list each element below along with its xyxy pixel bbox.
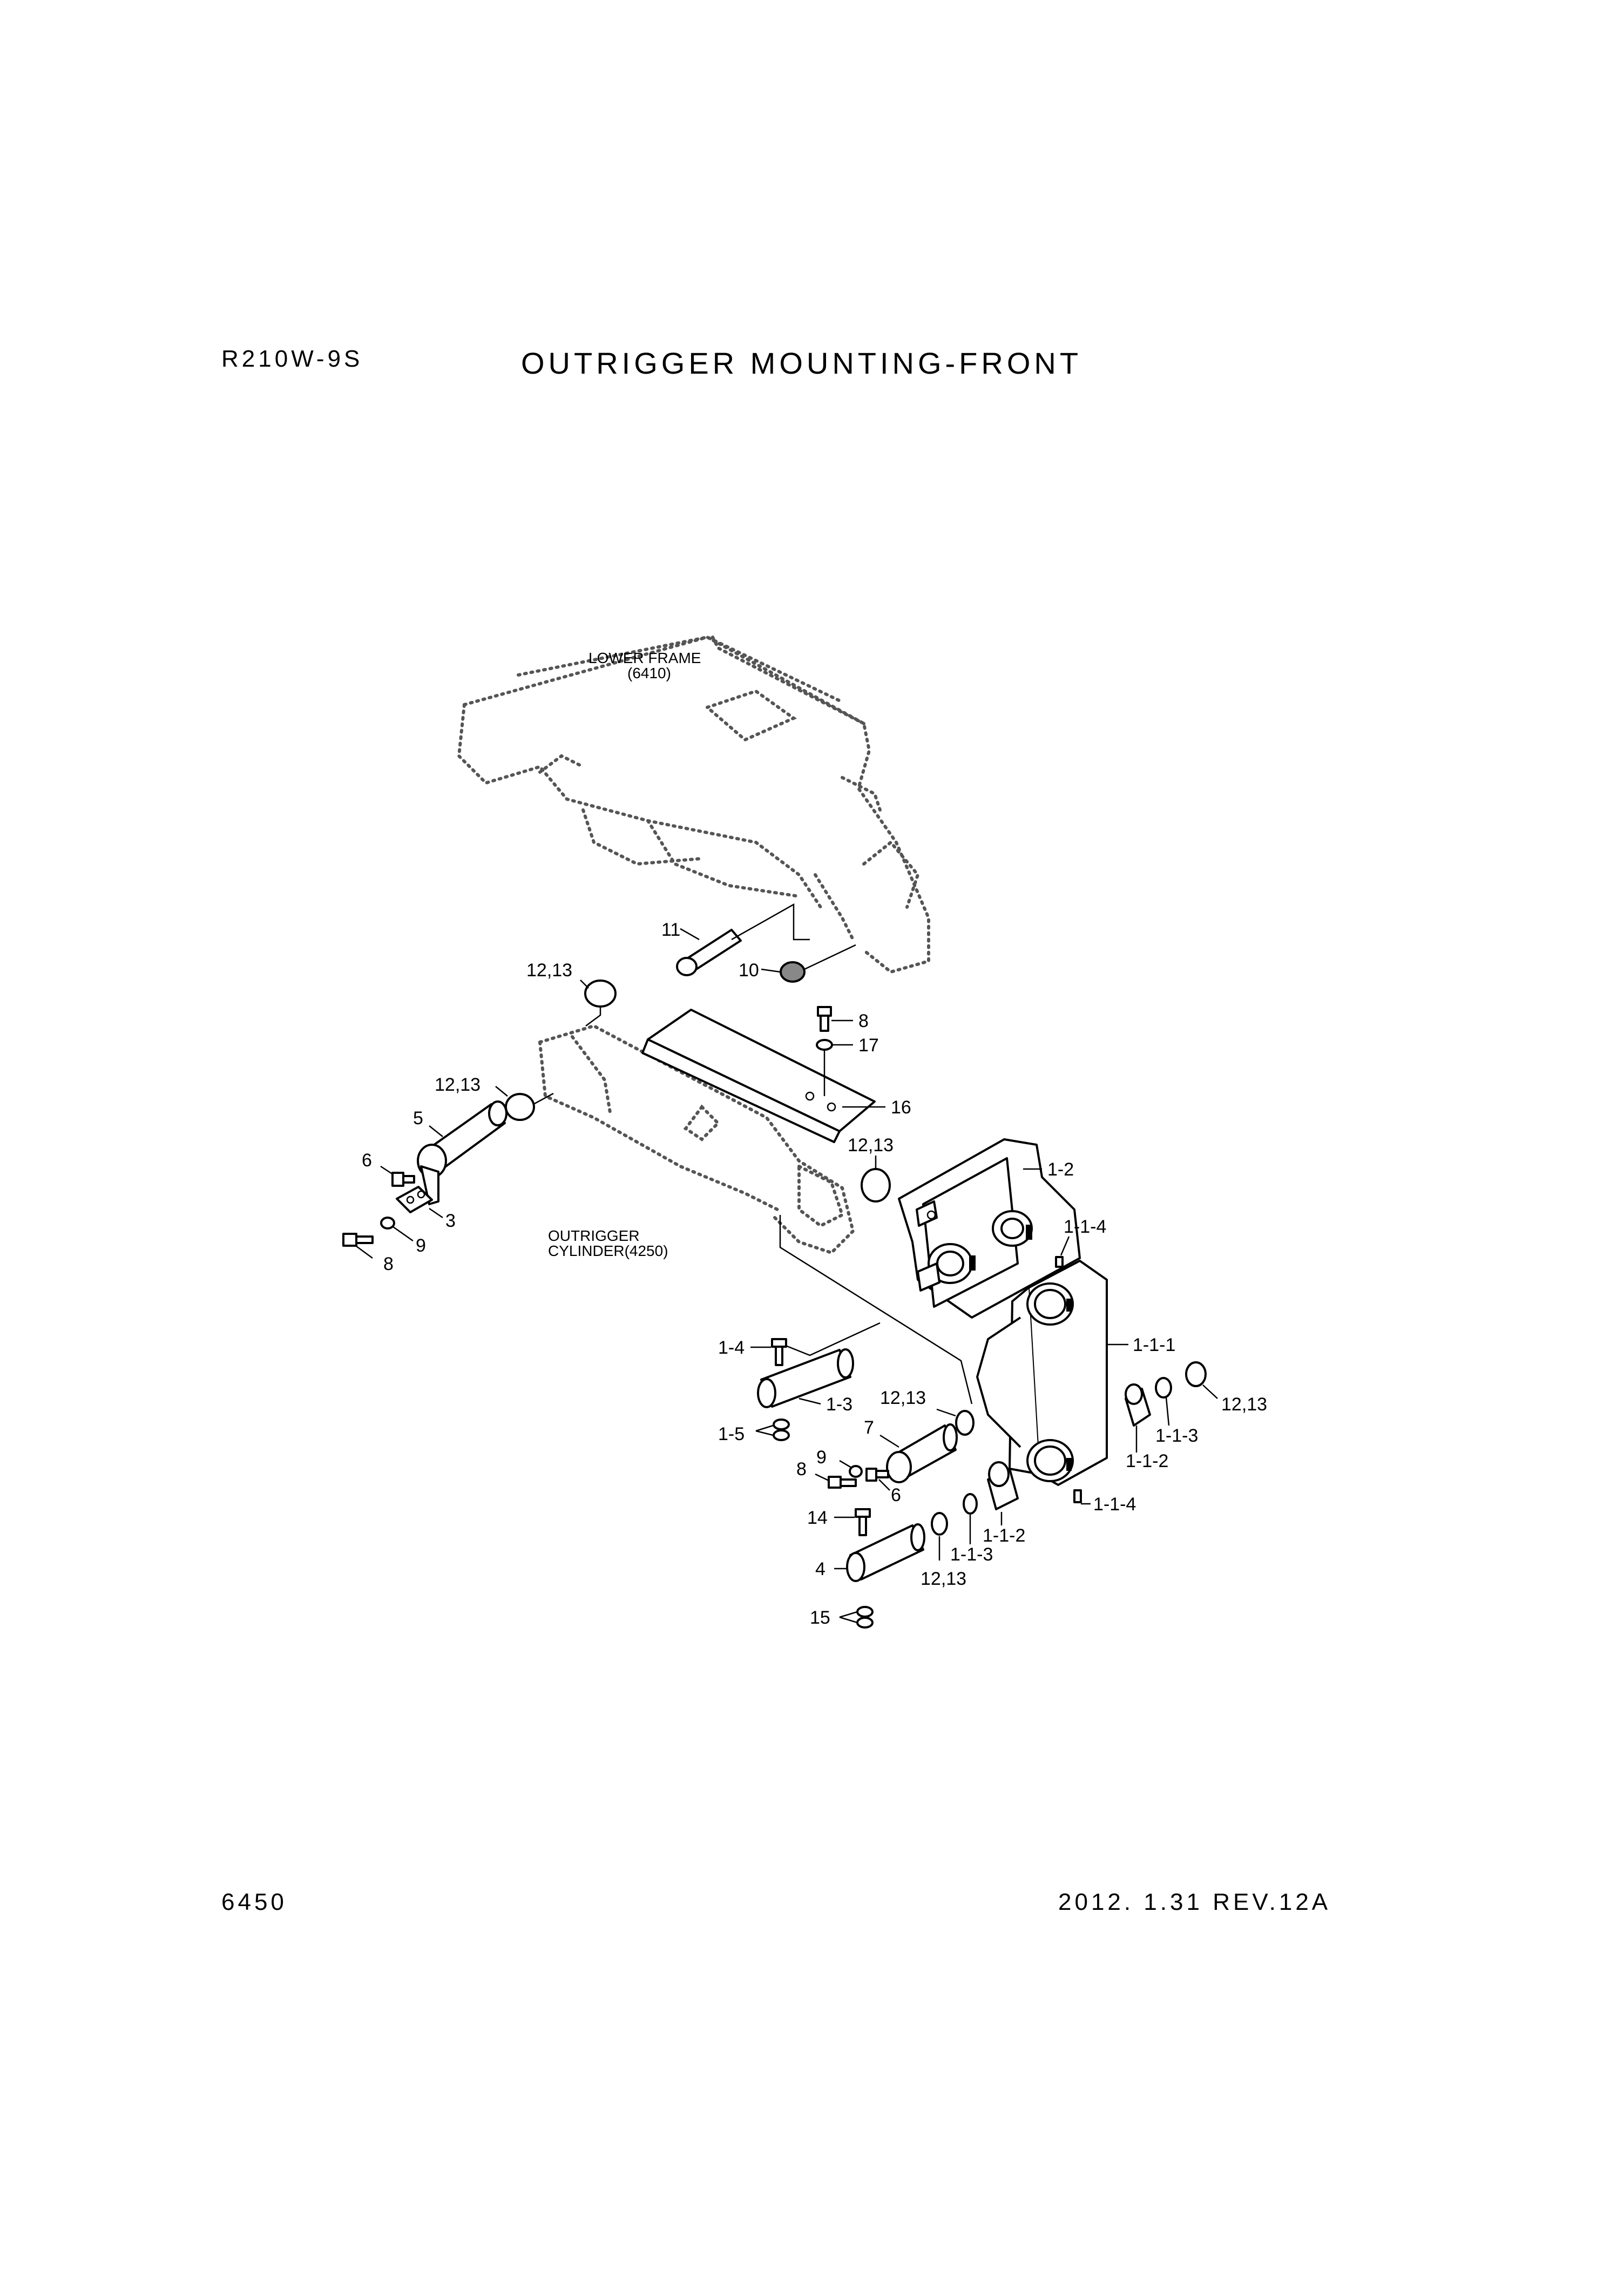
callout-12-13-b: 12,13 — [435, 1075, 481, 1095]
pin-part-5 — [417, 1100, 508, 1205]
revision-date: 2012. 1.31 REV.12A — [1058, 1889, 1331, 1915]
callout-10: 10 — [739, 960, 759, 981]
outrigger-cylinder-label-1: OUTRIGGER — [548, 1227, 640, 1244]
shim-part-1-1-3-a — [1155, 1377, 1172, 1399]
nut-part-15 — [856, 1606, 874, 1629]
o-ring-part-12-13 — [584, 980, 617, 1008]
callout-12-13-e: 12,13 — [1221, 1394, 1267, 1415]
callout-1-1-1: 1-1-1 — [1133, 1335, 1175, 1355]
shim-part-1-1-3-b — [963, 1493, 978, 1515]
callout-8-c: 8 — [796, 1459, 807, 1480]
callout-1-1-3-b: 1-1-3 — [950, 1544, 993, 1565]
callout-8-a: 8 — [858, 1011, 869, 1031]
callout-12-13-d: 12,13 — [880, 1388, 926, 1408]
callout-6-a: 6 — [362, 1150, 372, 1171]
grease-nipple-part-1-1-4-a — [1055, 1256, 1064, 1268]
callout-1-1-4-a: 1-1-4 — [1064, 1217, 1106, 1237]
washer-part-9-left — [380, 1217, 395, 1230]
bushing-part-1-1-2-b — [987, 1461, 1019, 1510]
o-ring-part-12-13-f — [931, 1512, 948, 1536]
bolt-part-14 — [855, 1508, 871, 1536]
pin-part-7 — [886, 1423, 958, 1483]
callout-14: 14 — [807, 1508, 828, 1528]
page-number: 6450 — [221, 1889, 287, 1915]
o-ring-part-12-13-c — [861, 1168, 891, 1203]
bolt-part-1-4 — [771, 1338, 787, 1366]
model-code: R210W-9S — [221, 346, 363, 372]
callout-5: 5 — [413, 1108, 423, 1129]
callout-12-13-a: 12,13 — [526, 960, 572, 981]
callout-12-13-f: 12,13 — [921, 1569, 966, 1589]
pin-part-4 — [846, 1523, 925, 1582]
callout-1-5: 1-5 — [718, 1424, 745, 1444]
plate-part-10 — [780, 961, 806, 983]
bolt-part-6-mid — [865, 1468, 889, 1482]
lower-frame-ghost — [457, 635, 930, 974]
callout-1-3: 1-3 — [826, 1394, 852, 1415]
callout-17: 17 — [858, 1035, 879, 1056]
lock-plate-part-3 — [396, 1186, 433, 1213]
callout-1-1-2-b: 1-1-2 — [983, 1525, 1025, 1546]
o-ring-part-12-13-b — [505, 1093, 535, 1121]
pin-part-1-3 — [757, 1348, 854, 1408]
bracket-part-1-2 — [898, 1138, 1081, 1319]
callout-16: 16 — [891, 1097, 911, 1118]
nut-part-1-5 — [773, 1418, 790, 1441]
callout-8-b: 8 — [383, 1254, 394, 1274]
lower-frame-label-1: LOWER FRAME — [588, 650, 701, 666]
callout-1-1-3-a: 1-1-3 — [1155, 1426, 1198, 1446]
washer-part-17 — [816, 1039, 833, 1051]
callout-1-4: 1-4 — [718, 1337, 745, 1358]
bolt-part-8-top — [817, 1006, 832, 1032]
o-ring-part-12-13-e — [1185, 1361, 1207, 1387]
cover-plate-part-16 — [641, 1009, 876, 1143]
callout-1-2: 1-2 — [1047, 1159, 1074, 1180]
callout-9-b: 9 — [816, 1447, 827, 1468]
washer-part-9-mid — [849, 1465, 863, 1478]
grease-nipple-part-1-1-4-b — [1073, 1489, 1082, 1503]
callout-4: 4 — [815, 1559, 825, 1579]
callout-1-1-2-a: 1-1-2 — [1126, 1451, 1168, 1471]
callout-15: 15 — [810, 1607, 830, 1628]
callout-7: 7 — [864, 1417, 874, 1438]
callout-11: 11 — [661, 920, 680, 940]
callout-9-a: 9 — [416, 1235, 426, 1256]
callout-3: 3 — [445, 1211, 456, 1231]
pin-part-11 — [676, 929, 742, 976]
bolt-part-6-left — [391, 1172, 415, 1187]
callout-6-b: 6 — [891, 1485, 901, 1505]
lead-11 — [731, 903, 810, 941]
lower-frame-label-2: (6410) — [627, 665, 671, 681]
outrigger-cylinder-label-2: CYLINDER(4250) — [548, 1242, 668, 1259]
o-ring-part-12-13-d — [955, 1410, 975, 1436]
callout-12-13-c: 12,13 — [848, 1135, 894, 1156]
assembly-guide-line — [779, 1215, 973, 1404]
bolt-part-8-left — [342, 1233, 374, 1247]
bushing-part-1-1-2-a — [1125, 1383, 1151, 1427]
page-title: OUTRIGGER MOUNTING-FRONT — [521, 346, 1082, 380]
arm-part-1-1-1 — [976, 1260, 1108, 1486]
bolt-part-8-mid — [828, 1476, 857, 1489]
callout-1-1-4-b: 1-1-4 — [1093, 1494, 1136, 1515]
